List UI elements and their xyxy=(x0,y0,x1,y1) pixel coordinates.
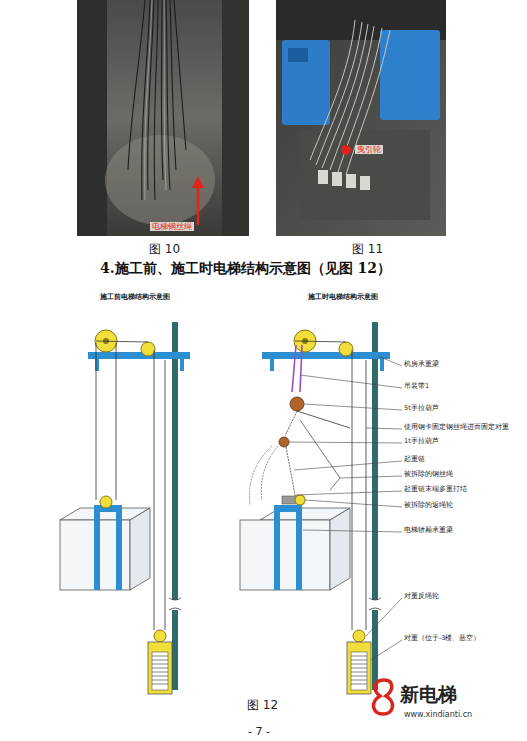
part-label: 机房承重梁 xyxy=(404,361,439,368)
part-label: 对重反绳轮 xyxy=(404,593,439,600)
photo-shaft xyxy=(77,0,249,236)
part-label: 吊装带1 xyxy=(404,383,429,390)
part-label: 1t手拉葫芦 xyxy=(404,438,439,445)
watermark-logo xyxy=(374,680,393,714)
leader-lines xyxy=(289,356,402,660)
part-label: 使用钢卡固定钢丝绳进而固定对重 xyxy=(404,424,509,431)
part-label: 起重链末端多重打结 xyxy=(404,486,467,493)
elevator-before xyxy=(60,322,190,694)
figure-caption: 图 12 xyxy=(247,699,278,713)
photo-callout: 电梯钢丝绳 xyxy=(150,222,194,231)
section-heading: 4.施工前、施工时电梯结构示意图（见图 12） xyxy=(100,260,391,276)
photo-callout: 曳引轮 xyxy=(355,145,383,154)
figure-number: 图 10 xyxy=(149,243,180,257)
part-label: 被拆除的钢丝绳 xyxy=(404,471,453,478)
part-label: 对重（位于-3楼、悬空） xyxy=(404,635,480,642)
page-number: - 7 - xyxy=(248,726,270,739)
elevator-during xyxy=(240,322,402,694)
part-label: 电梯轿厢承重梁 xyxy=(404,527,453,534)
watermark-url: www.xindianti.cn xyxy=(404,710,472,719)
diagram-subtitle: 施工前电梯结构示意图 xyxy=(100,293,170,301)
photo-machine-room xyxy=(276,0,446,236)
diagram-subtitle: 施工时电梯结构示意图 xyxy=(308,293,378,301)
watermark: 新电梯 xyxy=(400,684,457,706)
part-label: 起重链 xyxy=(404,456,425,463)
part-label: 被拆除的返绳轮 xyxy=(404,502,453,509)
part-label: 5t手拉葫芦 xyxy=(404,405,439,412)
figure-number: 图 11 xyxy=(352,243,383,257)
